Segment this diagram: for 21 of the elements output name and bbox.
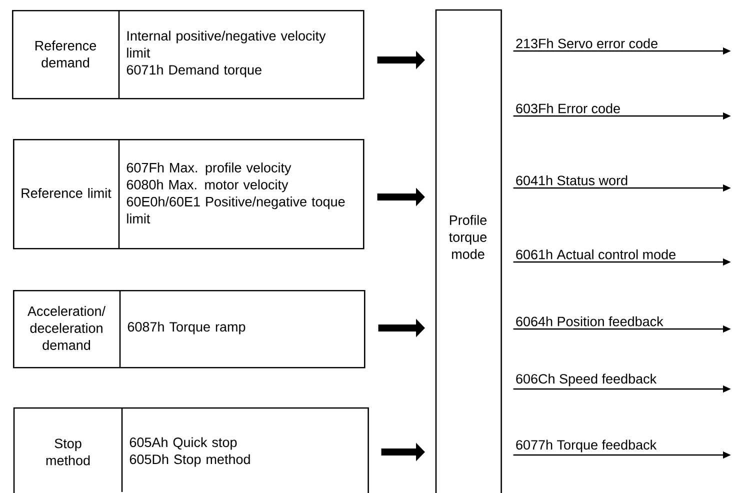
block-heading: Reference limit: [22, 188, 112, 198]
parameter-list: Internal positive/negative velocity limit 6071h Demand torque: [126, 30, 326, 78]
parameter-box: [13, 407, 369, 493]
mode-box: [435, 9, 502, 493]
mode-label: Profile torque mode: [449, 215, 487, 259]
parameter-box: [12, 10, 364, 100]
parameter-list: 605Ah Quick stop 605Dh Stop method: [130, 437, 250, 467]
edge-label: 6041h Status word: [514, 174, 630, 186]
block-heading: Acceleration/ deceleration demand: [28, 306, 106, 350]
parameter-box: [13, 139, 364, 250]
parameter-list: 607Fh Max. profile velocity 6080h Max. motor velocity 60E0h/60E1 Positive/negative toque limit: [126, 162, 345, 224]
parameter-list: 6087h Torque ramp: [128, 322, 246, 334]
parameter-box: [13, 290, 366, 368]
block-heading: Stop method: [46, 438, 90, 466]
edge-label: 606Ch Speed feedback: [514, 372, 658, 388]
edge-label: 603Fh Error code: [514, 102, 622, 114]
edge-label: 6077h Torque feedback: [514, 438, 658, 454]
edge-label: 6061h Actual control mode: [514, 248, 678, 260]
edge-label: 213Fh Servo error code: [514, 37, 660, 50]
block-heading: Reference demand: [35, 40, 96, 68]
edge-label: 6064h Position feedback: [514, 315, 664, 328]
